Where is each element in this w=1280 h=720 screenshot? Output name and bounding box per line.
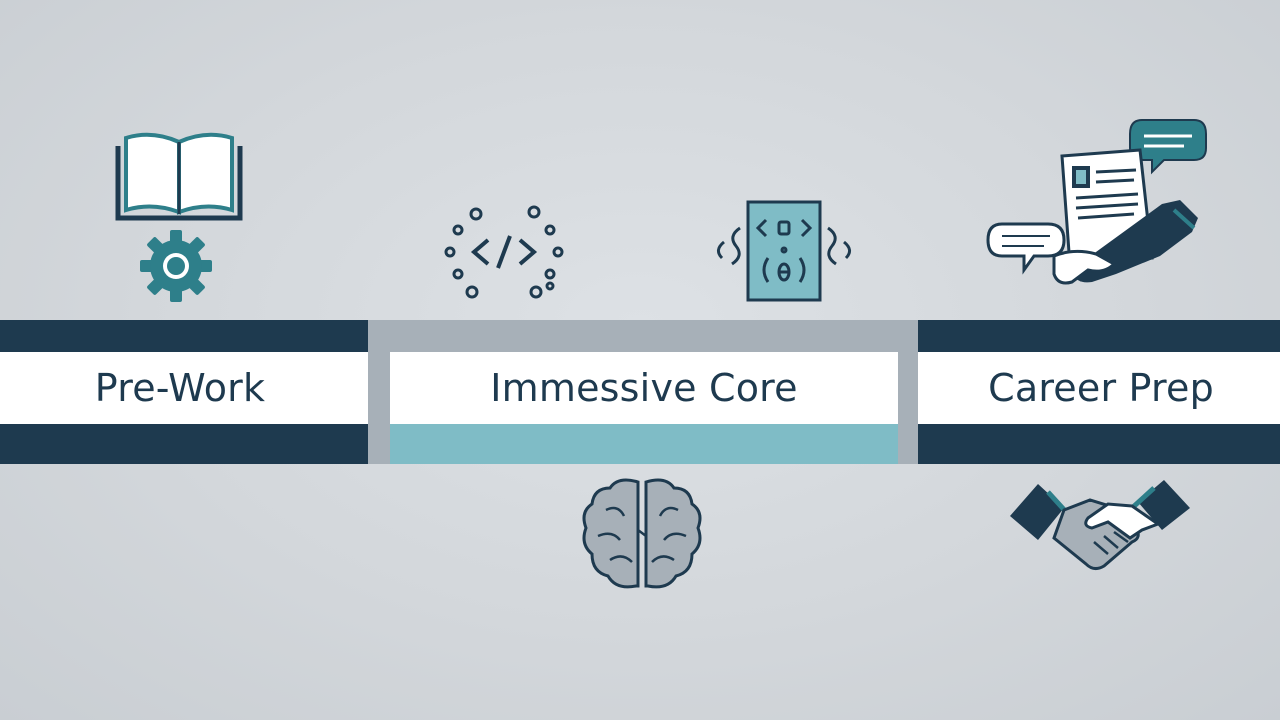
gear-icon [138,228,214,304]
career-band-middle [918,352,1280,424]
pre-work-band-middle [0,352,368,424]
core-band-bottom [390,424,898,464]
pre-work-band-top [0,320,368,352]
resume-handoff-icon [984,114,1216,300]
brain-icon [578,474,706,594]
pre-work-band-bottom [0,424,368,464]
open-book-icon [112,128,246,224]
handshake-icon [1008,478,1192,574]
stage-label-career-prep: Career Prep [988,366,1214,410]
code-brackets-icon [440,200,568,304]
code-tablet-icon [710,198,858,304]
core-band-middle [390,352,898,424]
stage-label-pre-work: Pre-Work [94,366,266,410]
career-band-top [918,320,1280,352]
stage-label-immersive-core: Immessive Core [490,366,798,410]
career-band-bottom [918,424,1280,464]
